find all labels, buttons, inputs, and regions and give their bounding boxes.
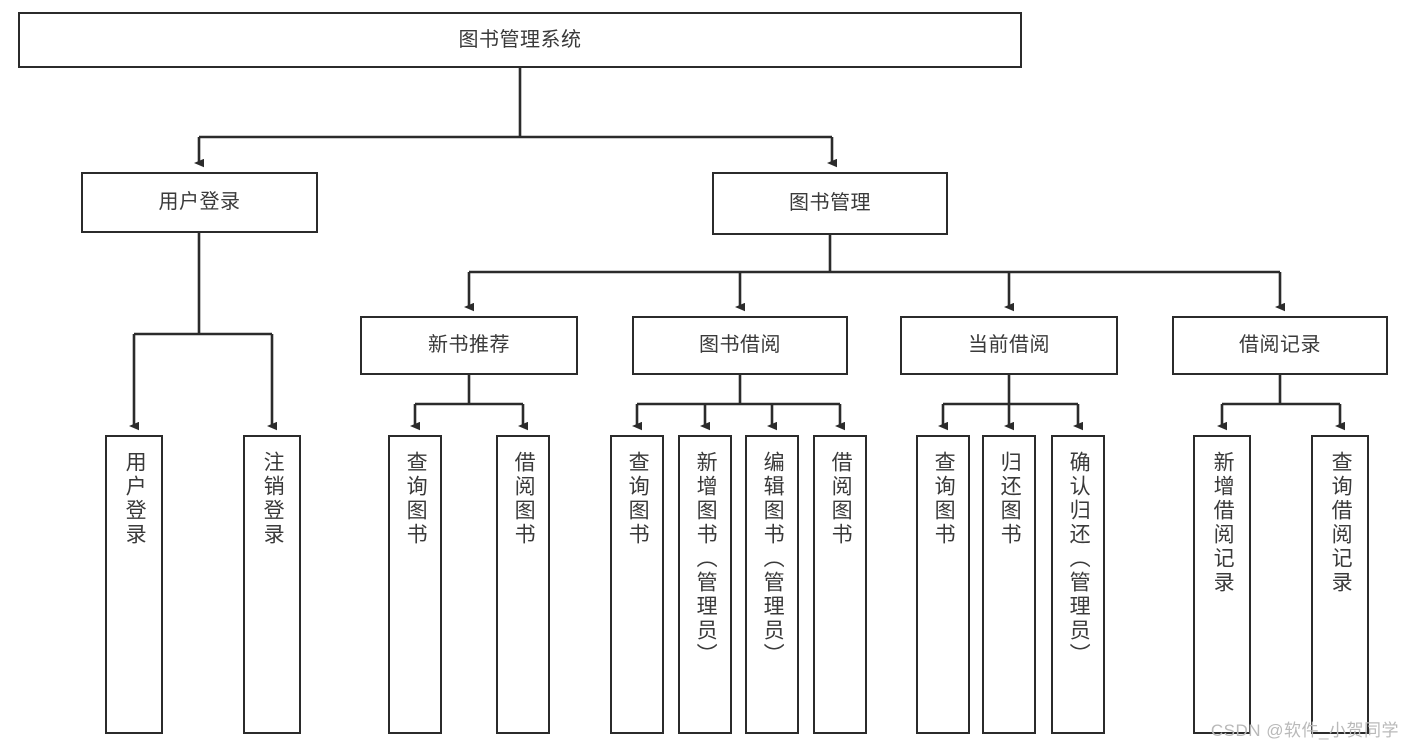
leaf-current-borrow-confirm-return[interactable]: 确认归还（管理员） xyxy=(1051,435,1105,734)
leaf-book-borrow-add-label: 新增图书（管理员） xyxy=(694,451,718,667)
leaf-new-book-borrow-label: 借阅图书 xyxy=(512,451,536,547)
leaf-book-borrow-borrow[interactable]: 借阅图书 xyxy=(813,435,867,734)
leaf-borrow-record-add-label: 新增借阅记录 xyxy=(1211,451,1235,595)
leaf-book-borrow-query-label: 查询图书 xyxy=(626,451,650,547)
leaf-current-borrow-return[interactable]: 归还图书 xyxy=(982,435,1036,734)
watermark: CSDN @软件_小贺同学 xyxy=(1210,721,1399,740)
leaf-book-borrow-edit-label: 编辑图书（管理员） xyxy=(761,451,785,667)
node-book-management[interactable]: 图书管理 xyxy=(712,172,948,235)
node-borrow-record-label: 借阅记录 xyxy=(1239,334,1321,356)
leaf-user-login-signout-label: 注销登录 xyxy=(261,451,285,547)
node-borrow-record[interactable]: 借阅记录 xyxy=(1172,316,1388,375)
leaf-borrow-record-query-label: 查询借阅记录 xyxy=(1329,451,1353,595)
node-book-borrow[interactable]: 图书借阅 xyxy=(632,316,848,375)
leaf-current-borrow-query[interactable]: 查询图书 xyxy=(916,435,970,734)
leaf-book-borrow-edit[interactable]: 编辑图书（管理员） xyxy=(745,435,799,734)
leaf-user-login-signout[interactable]: 注销登录 xyxy=(243,435,301,734)
leaf-new-book-query[interactable]: 查询图书 xyxy=(388,435,442,734)
leaf-current-borrow-query-label: 查询图书 xyxy=(932,451,956,547)
node-root-label: 图书管理系统 xyxy=(458,28,582,51)
node-user-login-label: 用户登录 xyxy=(158,191,241,213)
node-user-login[interactable]: 用户登录 xyxy=(81,172,318,233)
leaf-book-borrow-add[interactable]: 新增图书（管理员） xyxy=(678,435,732,734)
leaf-book-borrow-query[interactable]: 查询图书 xyxy=(610,435,664,734)
node-current-borrow-label: 当前借阅 xyxy=(968,334,1050,356)
leaf-new-book-borrow[interactable]: 借阅图书 xyxy=(496,435,550,734)
node-root[interactable]: 图书管理系统 xyxy=(18,12,1022,68)
leaf-new-book-query-label: 查询图书 xyxy=(404,451,428,547)
leaf-current-borrow-confirm-return-label: 确认归还（管理员） xyxy=(1067,451,1091,667)
leaf-current-borrow-return-label: 归还图书 xyxy=(998,451,1022,547)
leaf-borrow-record-add[interactable]: 新增借阅记录 xyxy=(1193,435,1251,734)
node-book-borrow-label: 图书借阅 xyxy=(699,334,781,356)
node-current-borrow[interactable]: 当前借阅 xyxy=(900,316,1118,375)
node-new-book-recommend-label: 新书推荐 xyxy=(428,334,510,356)
leaf-borrow-record-query[interactable]: 查询借阅记录 xyxy=(1311,435,1369,734)
node-new-book-recommend[interactable]: 新书推荐 xyxy=(360,316,578,375)
leaf-user-login-signin[interactable]: 用户登录 xyxy=(105,435,163,734)
leaf-book-borrow-borrow-label: 借阅图书 xyxy=(829,451,853,547)
leaf-user-login-signin-label: 用户登录 xyxy=(123,451,147,547)
node-book-management-label: 图书管理 xyxy=(789,192,871,214)
